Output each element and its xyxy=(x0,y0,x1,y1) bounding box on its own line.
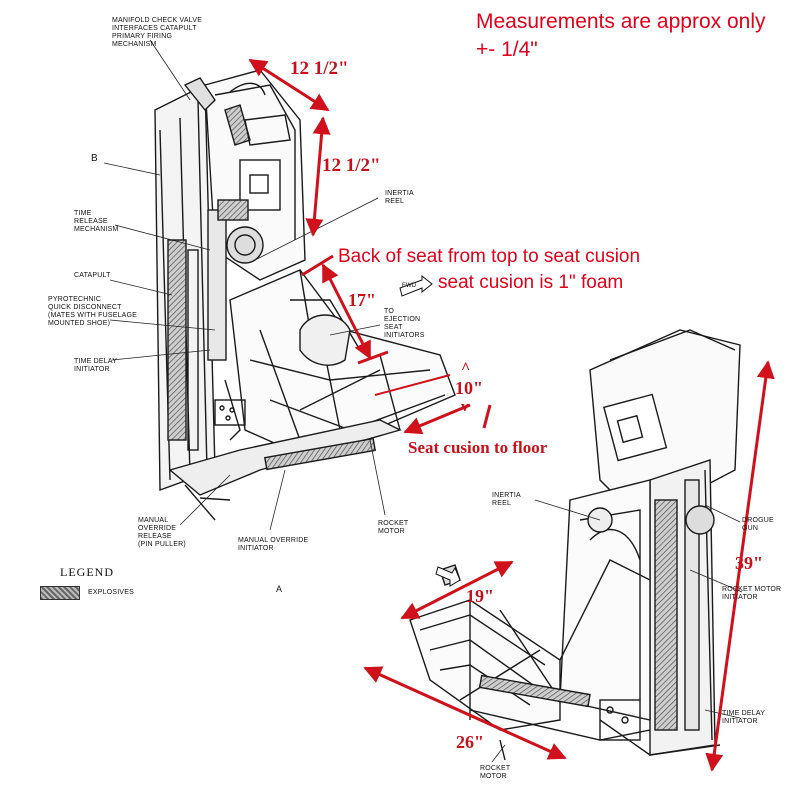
arrow-seat-to-floor xyxy=(403,403,471,435)
label-to-ejection: TO EJECTION SEAT INITIATORS xyxy=(384,308,425,339)
arrow-top-width xyxy=(248,58,330,112)
tick-seat-to-floor xyxy=(482,404,492,429)
label-b: B xyxy=(91,153,98,164)
cushion-pointer xyxy=(374,374,451,396)
tick-back-top xyxy=(301,254,334,277)
arrow-depth xyxy=(400,560,514,620)
legend-title: LEGEND xyxy=(60,565,114,579)
label-manifold: MANIFOLD CHECK VALVE INTERFACES CATAPULT… xyxy=(112,17,203,48)
dim-back-height: 17" xyxy=(348,290,376,310)
label-a: A xyxy=(276,584,283,594)
dim-down-mark: v xyxy=(461,399,469,415)
seat-a-drawing xyxy=(154,69,456,521)
label-time-release: TIME RELEASE MECHANISM xyxy=(74,210,119,233)
arrow-overall-height xyxy=(705,360,775,772)
dim-depth: 19" xyxy=(466,586,494,606)
label-manual-override-initiator: MANUAL OVERRIDE INITIATOR xyxy=(238,537,309,552)
arrow-top-height xyxy=(305,116,331,237)
dim-top-width: 12 1/2" xyxy=(290,58,349,79)
label-time-delay-a: TIME DELAY INITIATOR xyxy=(74,358,118,373)
arrow-back-height xyxy=(321,263,372,360)
label-fwd: FWD xyxy=(402,283,417,289)
dim-base-length: 26" xyxy=(456,732,484,752)
label-pyrotechnic: PYROTECHNIC QUICK DISCONNECT (MATES WITH… xyxy=(48,296,138,327)
legend-explosives-label: EXPLOSIVES xyxy=(88,589,134,596)
measurements-note-line1: Measurements are approx only xyxy=(476,10,766,33)
dimension-arrows xyxy=(248,58,775,772)
label-rocket-motor-initiator: ROCKET MOTOR INITIATOR xyxy=(722,586,782,601)
label-time-delay-b: TIME DELAY INITIATOR xyxy=(722,710,766,725)
legend-explosives-swatch xyxy=(40,586,80,600)
fwd-arrow-icon xyxy=(399,274,461,587)
label-catapult: CATAPULT xyxy=(74,272,111,279)
measurements-note-line2: +- 1/4" xyxy=(476,38,538,61)
label-inertia-reel-b: INERTIA REEL xyxy=(492,492,521,507)
dim-seat-floor: 10" xyxy=(455,378,483,398)
label-rocket-motor-b: ROCKET MOTOR xyxy=(480,765,511,780)
dim-overall-height: 39" xyxy=(735,553,763,573)
label-inertia-reel-a: INERTIA REEL xyxy=(385,190,414,205)
dim-top-height: 12 1/2" xyxy=(322,155,381,176)
cushion-foam-note: seat cusion is 1" foam xyxy=(438,272,624,293)
label-manual-override-release: MANUAL OVERRIDE RELEASE (PIN PULLER) xyxy=(138,517,186,548)
dim-up-mark: ^ xyxy=(461,360,471,377)
seat-to-floor-note: Seat cusion to floor xyxy=(408,438,548,457)
arrow-base-length xyxy=(363,666,567,760)
label-drogue-gun: DROGUE GUN xyxy=(742,517,774,532)
seat-a-leader-lines xyxy=(103,39,386,531)
label-rocket-motor-a: ROCKET MOTOR xyxy=(378,520,409,535)
tick-back-bottom xyxy=(357,350,389,365)
back-of-seat-note: Back of seat from top to seat cusion xyxy=(338,246,641,267)
